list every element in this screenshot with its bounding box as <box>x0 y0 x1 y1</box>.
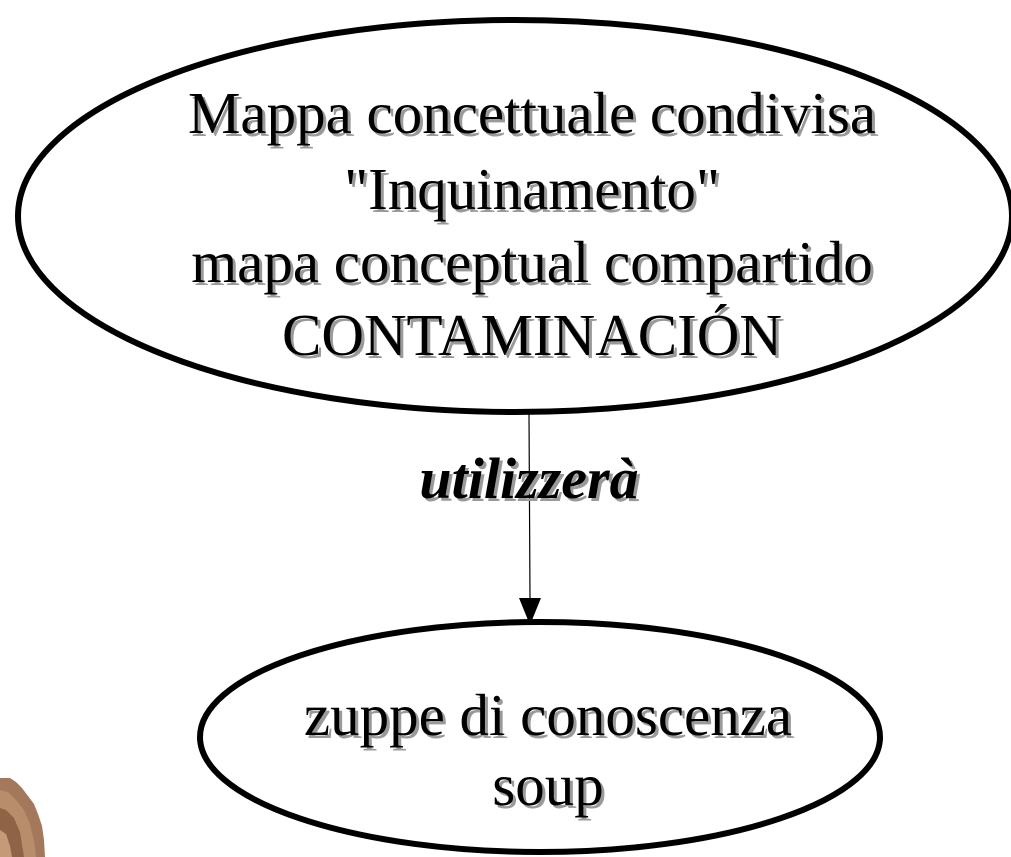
top-node-line-4: CONTAMINACIÓN <box>282 302 782 368</box>
svg-text:utilizzerà: utilizzerà <box>422 449 641 514</box>
top-node-line-3: mapa conceptual compartido <box>191 229 873 295</box>
arrowhead-icon <box>519 598 541 625</box>
bottom-node-line-1: zuppe di conoscenza <box>304 682 792 748</box>
top-node-line-2: "Inquinamento" <box>344 156 720 222</box>
concept-node-bottom-outline <box>197 619 883 855</box>
top-node-line-1: Mappa concettuale condivisa <box>188 80 876 146</box>
link-label-text: utilizzerà <box>419 446 638 511</box>
concept-node-bottom[interactable]: zuppe di conoscenza zuppe di conoscenza … <box>197 619 883 855</box>
corner-image-fragment <box>0 778 45 857</box>
bottom-node-line-2: soup <box>492 752 603 818</box>
svg-text:Mappa concettuale condivisa: Mappa concettuale condivisa <box>191 83 879 149</box>
concept-node-top-outline <box>15 17 1011 415</box>
svg-text:mapa conceptual compartido: mapa conceptual compartido <box>194 232 876 298</box>
concept-node-top[interactable]: Mappa concettuale condivisa Mappa concet… <box>15 17 1011 415</box>
link-line <box>528 413 531 599</box>
link-connector <box>519 413 541 625</box>
concept-node-bottom-label: zuppe di conoscenza zuppe di conoscenza … <box>304 682 795 821</box>
svg-text:CONTAMINACIÓN: CONTAMINACIÓN <box>285 305 785 371</box>
svg-text:"Inquinamento": "Inquinamento" <box>347 159 723 225</box>
concept-node-top-label: Mappa concettuale condivisa Mappa concet… <box>188 80 879 371</box>
svg-text:soup: soup <box>495 755 606 821</box>
svg-text:zuppe di conoscenza: zuppe di conoscenza <box>307 685 795 751</box>
link-label: utilizzerà utilizzerà <box>419 446 641 514</box>
